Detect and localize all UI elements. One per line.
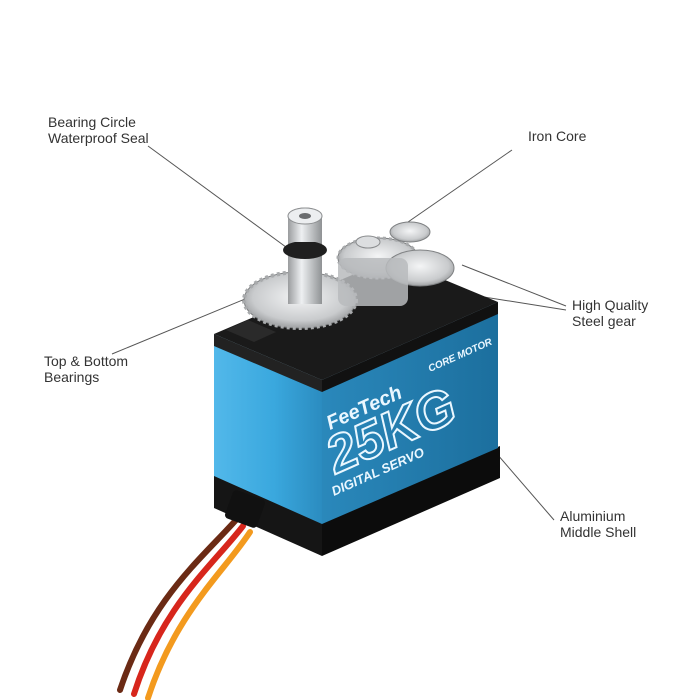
- leader-lines: [111, 145, 567, 521]
- label-bearing-seal-line1: Bearing Circle: [48, 114, 136, 130]
- label-steel-gear: High Quality Steel gear: [572, 297, 648, 329]
- label-steel-gear-line2: Steel gear: [572, 313, 636, 329]
- leader-line-bearing-seal: [147, 145, 291, 251]
- label-iron-core: Iron Core: [528, 128, 586, 144]
- servo-body: [214, 258, 500, 556]
- shaft-hole: [299, 213, 311, 219]
- top-cover: [214, 258, 498, 380]
- aluminium-shell-front: [214, 334, 322, 524]
- label-top-bottom-line1: Top & Bottom: [44, 353, 129, 369]
- gear-stack: [338, 258, 408, 306]
- gear-train: [242, 207, 455, 330]
- pinion-gear: [355, 235, 381, 249]
- label-steel-gear-line1: High Quality: [572, 297, 649, 313]
- aluminium-shell-right: [322, 302, 498, 524]
- label-bearing-seal: Bearing Circle Waterproof Seal: [48, 114, 149, 146]
- cable-grommet: [225, 490, 265, 528]
- label-middle-shell-line2: Middle Shell: [560, 524, 637, 540]
- bearing-seal: [283, 241, 327, 259]
- wire-red: [131, 523, 246, 697]
- top-cover-edge: [214, 334, 322, 392]
- label-middle-shell-line1: Aluminium: [560, 508, 626, 524]
- label-top-bottom-bearings: Top & Bottom Bearings: [44, 353, 128, 385]
- leader-line-steel-gear-a: [461, 264, 567, 307]
- label-bearing-seal-line2: Waterproof Seal: [48, 130, 149, 146]
- leader-line-iron-core: [407, 149, 513, 223]
- leader-line-top-bottom: [111, 291, 263, 355]
- wire-brown: [117, 517, 239, 693]
- label-middle-shell: Aluminium Middle Shell: [560, 508, 636, 540]
- bottom-cover-side: [322, 446, 500, 556]
- wire-orange: [145, 529, 253, 700]
- servo-wires: [117, 517, 253, 700]
- top-cover-edge-right: [322, 302, 498, 392]
- mounting-ear: [226, 320, 276, 342]
- label-iron-core-line1: Iron Core: [528, 128, 587, 144]
- small-steel-gear: [389, 221, 431, 243]
- label-top-bottom-line2: Bearings: [44, 369, 100, 385]
